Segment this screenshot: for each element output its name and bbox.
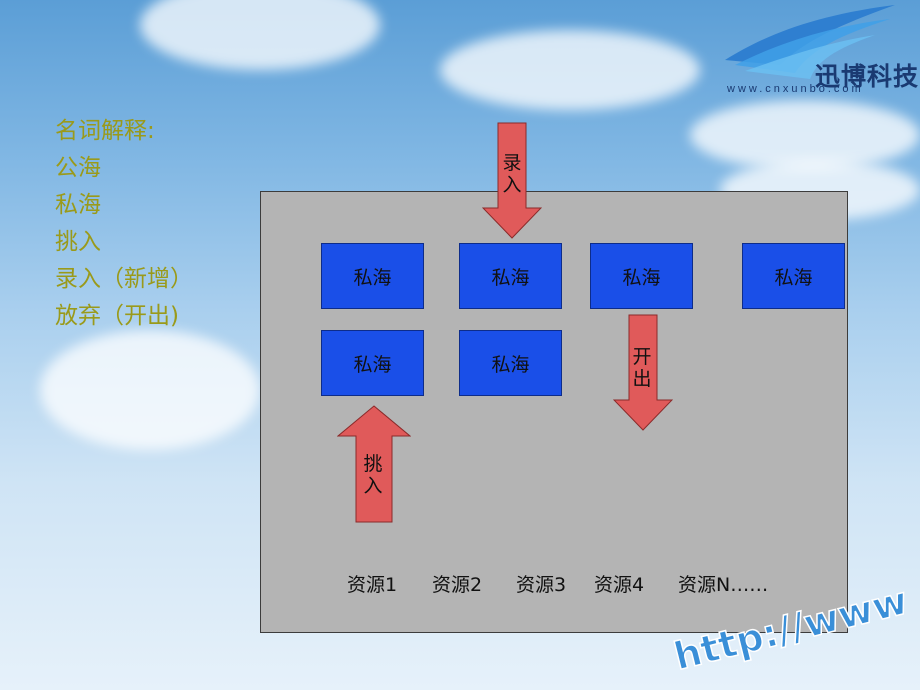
logo-url: www.cnxunbo.com [727, 83, 864, 95]
cloud [440, 30, 700, 110]
http-decoration: http://www [669, 590, 913, 679]
enter-arrow-label: 录入 [502, 152, 522, 196]
cloud [690, 100, 920, 170]
enter-arrow [482, 122, 542, 239]
release-arrow-label: 开出 [632, 346, 652, 390]
glossary: 名词解释: 公海 私海 挑入 录入（新增） 放弃（开出) [55, 113, 193, 335]
logo-name: 迅博科技 [815, 62, 920, 91]
private-sea-box: 私海 [590, 243, 693, 309]
cloud [40, 330, 260, 450]
glossary-title: 名词解释: [55, 118, 155, 144]
resource-label: 资源3 [516, 574, 567, 596]
pick-arrow-label: 挑入 [363, 453, 383, 497]
private-sea-box: 私海 [321, 243, 424, 309]
private-sea-box: 私海 [321, 330, 424, 396]
resource-label: 资源2 [432, 574, 483, 596]
private-sea-box: 私海 [459, 330, 562, 396]
http-decoration-text: http://www [670, 590, 912, 679]
private-sea-box: 私海 [459, 243, 562, 309]
glossary-item: 公海 [55, 155, 101, 181]
pick-arrow [337, 405, 411, 523]
glossary-item: 挑入 [55, 229, 101, 255]
cloud [140, 0, 380, 70]
glossary-item: 私海 [55, 192, 101, 218]
resource-label: 资源N…… [678, 574, 769, 596]
release-arrow [613, 314, 673, 431]
logo-wave-icon [725, 5, 895, 79]
glossary-item: 放弃（开出) [55, 303, 179, 329]
company-logo: 迅博科技 www.cnxunbo.com [725, 5, 920, 100]
resource-label: 资源1 [347, 574, 398, 596]
glossary-item: 录入（新增） [55, 266, 193, 292]
resource-label: 资源4 [594, 574, 645, 596]
private-sea-box: 私海 [742, 243, 845, 309]
